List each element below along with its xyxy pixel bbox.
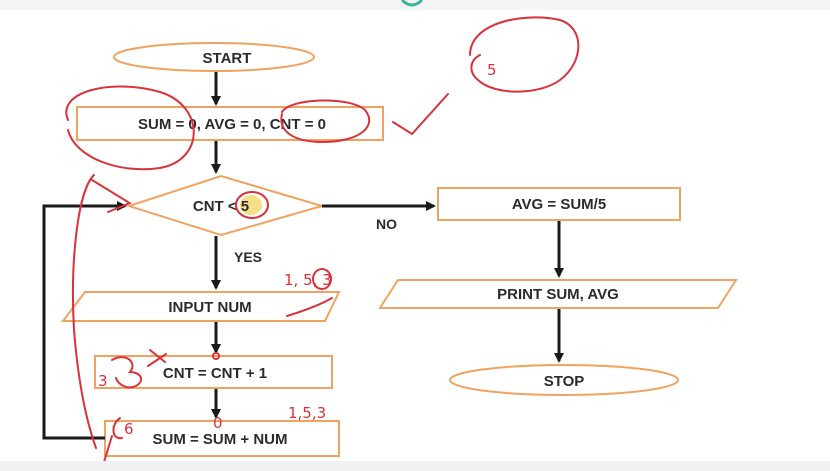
ink-squiggle-counter: [111, 356, 143, 389]
ink-circle-large: [469, 16, 580, 93]
sum-partial-label: 6: [124, 420, 134, 438]
print-label: PRINT SUM, AVG: [497, 286, 619, 303]
ink-circle-decision-5: [235, 191, 269, 219]
decision-highlight: [240, 195, 262, 215]
counter-trace-label: 3: [98, 372, 108, 390]
init-process-box: [76, 106, 384, 141]
accumulate-label: SUM = SUM + NUM: [152, 431, 287, 448]
stop-terminal: [449, 364, 679, 396]
accumulate-process-box: [104, 420, 340, 457]
init-label: SUM = 0, AVG = 0, CNT = 0: [138, 116, 326, 133]
ink-loop-line: [71, 174, 97, 449]
input-parallelogram: [60, 291, 341, 322]
arrow-loop-back: [42, 201, 127, 440]
input-label: INPUT NUM: [168, 299, 251, 316]
stop-label: STOP: [544, 373, 585, 390]
ink-mark-accumulate: [112, 417, 123, 440]
ink-dot-increment: [212, 352, 220, 360]
start-terminal: [113, 42, 315, 72]
print-parallelogram: [378, 279, 738, 309]
sum-zero-label: 0: [213, 414, 223, 432]
ink-oval-cnt: [280, 99, 371, 144]
average-label: AVG = SUM/5: [512, 196, 606, 213]
no-label: NO: [376, 216, 397, 232]
ink-cross-counter: [147, 349, 167, 367]
ink-checkmark-input: [286, 297, 333, 317]
ink-circle-input-5: [312, 268, 332, 290]
average-process-box: [437, 187, 681, 221]
ink-checkmark-init: [392, 93, 449, 136]
ink-stroke-accumulate: [103, 435, 113, 463]
bottom-strip: [0, 461, 830, 471]
ink-oval-sum: [65, 85, 195, 171]
decision-label: CNT < 5: [193, 198, 249, 215]
input-trace-label: 1, 5, 3: [284, 271, 332, 289]
ink-arrowhead-loop: [91, 179, 131, 213]
top-mark: [400, 0, 424, 7]
yes-label: YES: [234, 249, 262, 265]
start-label: START: [203, 50, 252, 67]
increment-label: CNT = CNT + 1: [163, 365, 267, 382]
sum-trace-label: 1,5,3: [288, 404, 326, 422]
circled-number-label: 5: [487, 61, 497, 79]
ink-annotations: [65, 16, 580, 463]
